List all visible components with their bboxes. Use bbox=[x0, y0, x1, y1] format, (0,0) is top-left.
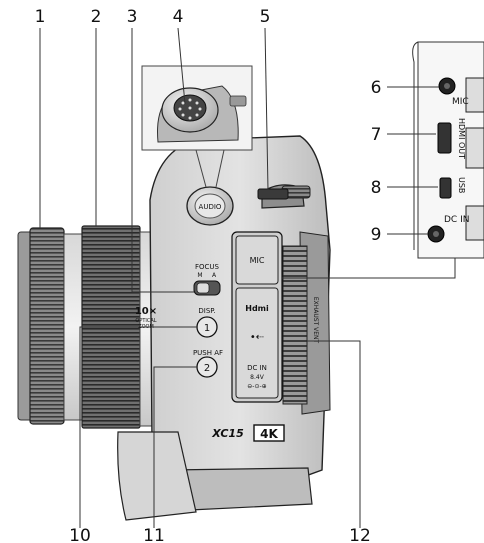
model-label: XC15 bbox=[211, 427, 244, 440]
callout-7: 7 bbox=[371, 125, 382, 145]
disp-label: DISP. bbox=[198, 307, 215, 315]
focus-label: FOCUS bbox=[195, 263, 220, 271]
callout-12: 12 bbox=[349, 526, 371, 543]
audio-knob[interactable]: AUDIO bbox=[186, 186, 234, 226]
4k-badge bbox=[253, 424, 285, 442]
port-hdmi-label: HDMI OUT bbox=[457, 118, 466, 159]
dcin-polarity-label: ⊖-⊙-⊕ bbox=[247, 383, 266, 390]
hdmi-logo-label: Hdmi bbox=[245, 304, 269, 313]
callout-2: 2 bbox=[91, 7, 102, 27]
dcin-voltage-label: 8.4V bbox=[250, 374, 265, 381]
focus-m-label: M bbox=[197, 272, 202, 279]
port-usb-label: USB bbox=[457, 177, 466, 193]
disp-button[interactable]: 1 bbox=[196, 316, 218, 338]
focus-a-label: A bbox=[212, 272, 217, 279]
callout-5: 5 bbox=[260, 7, 271, 27]
callout-numbers: 1 2 3 4 5 6 7 8 9 10 11 12 bbox=[35, 7, 382, 543]
leader-lines bbox=[39, 27, 439, 528]
usb-terminal[interactable] bbox=[439, 177, 452, 199]
accessory-shoe bbox=[257, 188, 289, 200]
push-af-label: PUSH AF bbox=[193, 349, 223, 357]
controls-panel: FOCUS M A 10× OPTICAL ZOOM DISP. 1 PUSH … bbox=[135, 263, 223, 378]
port-dcin-label: DC IN bbox=[444, 215, 469, 225]
callout-3: 3 bbox=[127, 7, 138, 27]
callout-4: 4 bbox=[173, 7, 184, 27]
optical-label: OPTICAL bbox=[135, 318, 156, 324]
4k-badge-label: 4K bbox=[260, 427, 278, 441]
port-mic-label: MIC bbox=[452, 97, 469, 107]
callout-6: 6 bbox=[371, 78, 382, 98]
usb-symbol-label: •⇠ bbox=[250, 332, 265, 343]
mic-terminal-inset bbox=[141, 65, 253, 188]
disp-button-number: 1 bbox=[204, 323, 210, 334]
zoom-10x-label: 10× bbox=[135, 306, 157, 317]
mic-terminal-cover[interactable] bbox=[235, 235, 279, 285]
callout-1: 1 bbox=[35, 7, 46, 27]
audio-label: AUDIO bbox=[199, 203, 222, 211]
push-af-button[interactable]: 2 bbox=[196, 356, 218, 378]
hdmi-out-terminal[interactable] bbox=[437, 122, 452, 154]
callout-8: 8 bbox=[371, 178, 382, 198]
push-af-button-number: 2 bbox=[204, 363, 210, 374]
terminals-inset: MIC HDMI OUT USB DC IN bbox=[282, 41, 484, 279]
hdmi-usb-dc-cover[interactable] bbox=[235, 287, 279, 399]
terminal-covers: MIC Hdmi •⇠ DC IN 8.4V ⊖-⊙-⊕ EXHAUST VEN… bbox=[231, 231, 319, 403]
exhaust-vent-label: EXHAUST VENT bbox=[312, 297, 319, 344]
callout-10: 10 bbox=[69, 526, 91, 543]
callout-11: 11 bbox=[143, 526, 165, 543]
dcin-cover-label: DC IN bbox=[247, 364, 267, 372]
focus-ring[interactable] bbox=[29, 227, 65, 425]
exhaust-vent bbox=[282, 245, 308, 405]
callout-9: 9 bbox=[371, 225, 382, 245]
mic-cover-label: MIC bbox=[250, 256, 265, 265]
